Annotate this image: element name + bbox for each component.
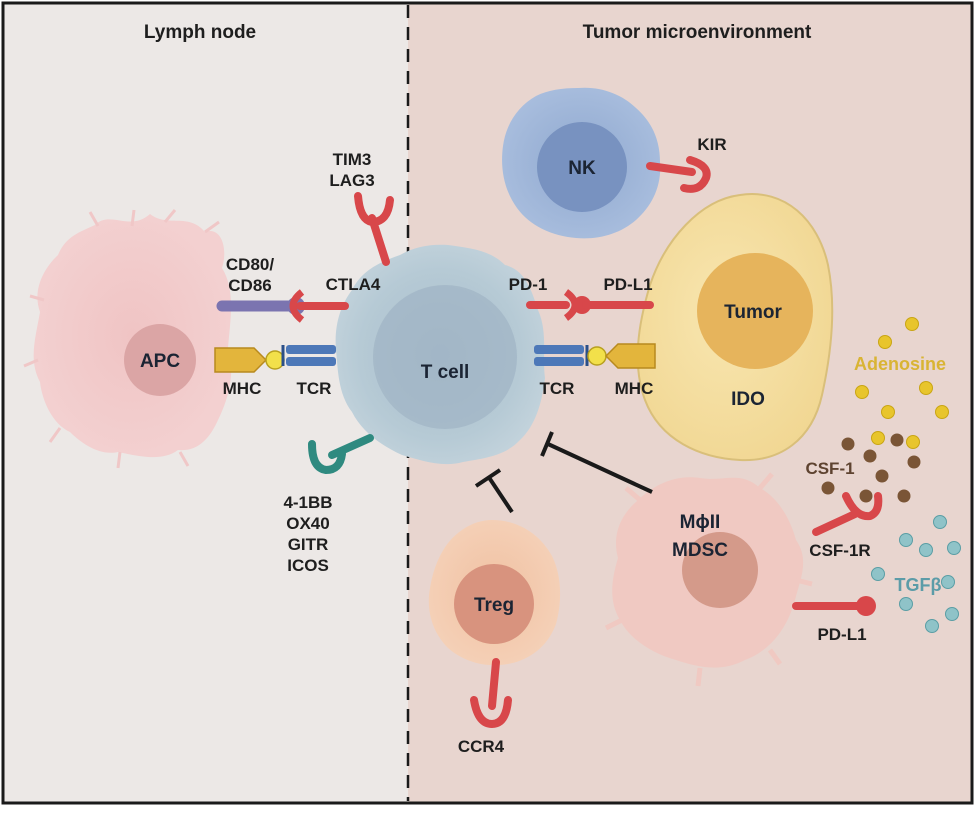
costim-receptor (308, 434, 374, 475)
kir-label: KIR (697, 135, 726, 154)
pd1-label: PD-1 (509, 275, 548, 294)
kir-receptor (646, 156, 711, 193)
pdl1-mdsc-label: PD-L1 (817, 625, 866, 644)
treg-nucleus (454, 564, 534, 644)
cd86-label: CD86 (228, 276, 271, 295)
nk-nucleus (537, 122, 627, 212)
lag3-label: LAG3 (329, 171, 374, 190)
csf1-label: CSF-1 (805, 459, 854, 478)
tumor-label: Tumor (724, 302, 782, 323)
mdsc-label-line1: MϕII (680, 512, 721, 533)
csf1r-label: CSF-1R (809, 541, 870, 560)
cd80-label: CD80/ (226, 255, 274, 274)
t-cell-label: T cell (421, 362, 470, 383)
inhibition-arrows (474, 431, 653, 514)
tcr-right-label: TCR (540, 379, 575, 398)
adenosine-molecules (855, 317, 949, 449)
lymph-node-title: Lymph node (144, 22, 256, 43)
nk-label: NK (568, 158, 596, 179)
costim-label-1: 4-1BB (283, 493, 332, 512)
pdl1-ligand-tumor (573, 296, 654, 314)
tgfb-label: TGFβ (895, 575, 942, 595)
costim-label-2: OX40 (286, 514, 329, 533)
tumor-nucleus (697, 253, 813, 369)
tgfb-molecules (871, 515, 961, 633)
treg-label: Treg (474, 595, 514, 616)
apc-cell: APC (23, 209, 232, 469)
ccr4-receptor (470, 658, 512, 729)
pdl1-ligand-mdsc (792, 596, 876, 616)
ctla4-receptor (289, 289, 349, 323)
nk-cell: NK (502, 87, 661, 239)
mhc-right (587, 343, 656, 369)
tim3-lag3-receptor (354, 192, 394, 266)
mhc-right-label: MHC (615, 379, 654, 398)
tim3-label: TIM3 (333, 150, 372, 169)
ido-label: IDO (731, 389, 765, 410)
treg-inhibition (474, 468, 514, 514)
pdl1-tumor-label: PD-L1 (603, 275, 652, 294)
csf1r-receptor (812, 492, 883, 536)
mdsc-label-line2: MDSC (672, 540, 728, 561)
tumor-cell: Tumor IDO (636, 193, 834, 462)
tcr-left (281, 345, 336, 366)
treg-cell: Treg (428, 520, 561, 666)
mdsc-nucleus (682, 532, 758, 608)
mdsc-inhibition (540, 431, 653, 494)
ctla4-label: CTLA4 (326, 275, 381, 294)
mhc-left-label: MHC (223, 379, 262, 398)
apc-label: APC (140, 351, 180, 372)
tumor-microenvironment-title: Tumor microenvironment (583, 22, 812, 43)
tcr-left-label: TCR (297, 379, 332, 398)
apc-nucleus (124, 324, 196, 396)
t-cell: T cell (335, 244, 545, 465)
tcr-right (534, 345, 589, 366)
costim-label-3: GITR (288, 535, 329, 554)
adenosine-label: Adenosine (854, 354, 946, 374)
mhc-left (214, 347, 285, 373)
ccr4-label: CCR4 (458, 737, 505, 756)
csf1-molecules (821, 433, 921, 503)
mdsc-cell: MϕII MDSC (604, 472, 813, 687)
costim-label-4: ICOS (287, 556, 329, 575)
t-cell-nucleus (373, 285, 517, 429)
